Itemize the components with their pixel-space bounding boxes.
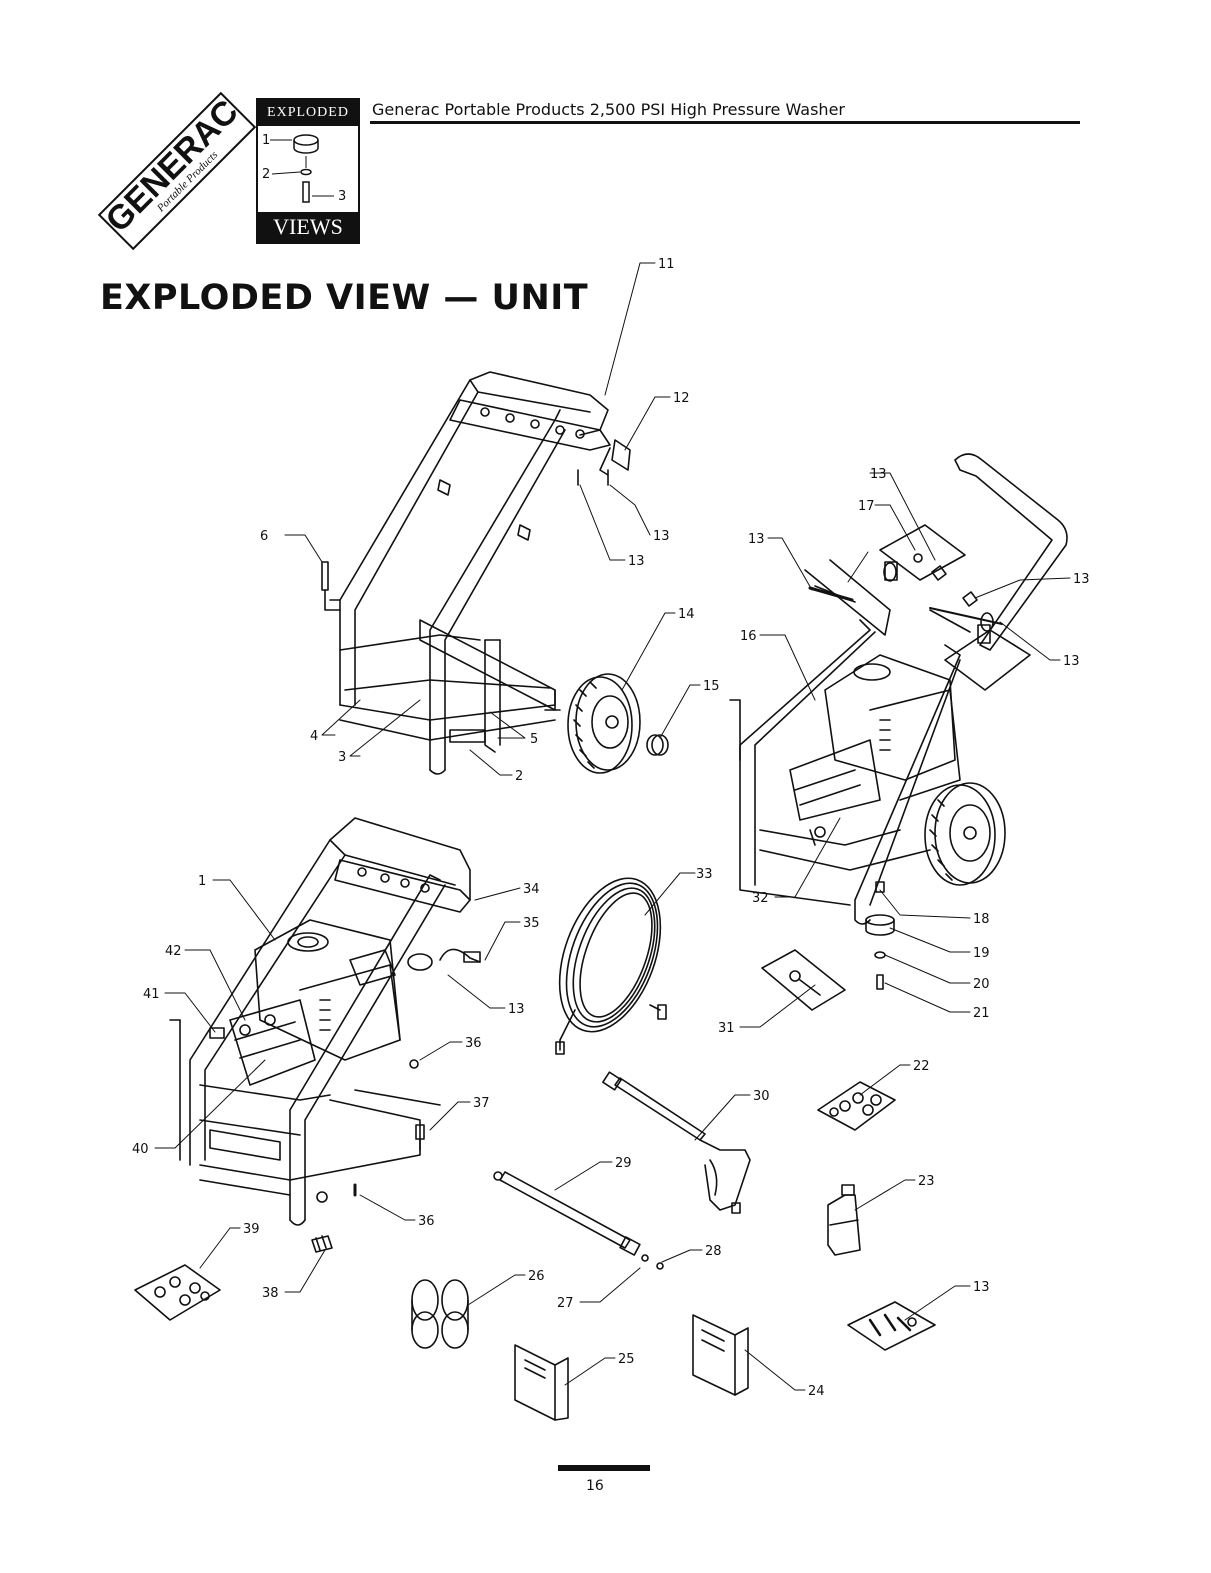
callout-12: 12 — [673, 391, 690, 406]
foot-drawing — [866, 915, 894, 989]
manual-25-drawing — [515, 1345, 568, 1420]
callout-3: 3 — [338, 750, 346, 765]
callout-22: 22 — [913, 1059, 930, 1074]
hub-cap-drawing — [647, 735, 668, 755]
wheel-drawing — [568, 674, 640, 773]
callout-33: 33 — [696, 867, 713, 882]
callout-16: 16 — [740, 629, 757, 644]
callout-labels: 11 12 13 13 6 14 15 4 3 5 2 13 17 13 13 … — [132, 257, 1090, 1399]
callout-28: 28 — [705, 1244, 722, 1259]
callout-38: 38 — [262, 1286, 279, 1301]
callout-34: 34 — [523, 882, 540, 897]
callout-29: 29 — [615, 1156, 632, 1171]
callout-26: 26 — [528, 1269, 545, 1284]
wand-drawing — [494, 1172, 663, 1269]
spray-gun-drawing — [603, 1072, 750, 1213]
manual-24-drawing — [693, 1315, 748, 1395]
callout-4: 4 — [310, 729, 318, 744]
callout-17: 17 — [858, 499, 875, 514]
callout-2: 2 — [515, 769, 523, 784]
assembled-unit-drawing — [730, 454, 1067, 924]
callout-36-a: 36 — [465, 1036, 482, 1051]
hardware-bolts-drawing — [810, 554, 1002, 631]
callout-37: 37 — [473, 1096, 490, 1111]
callout-20: 20 — [973, 977, 990, 992]
callout-23: 23 — [918, 1174, 935, 1189]
callout-25: 25 — [618, 1352, 635, 1367]
callout-5: 5 — [530, 732, 538, 747]
callout-13-f: 13 — [1063, 654, 1080, 669]
callout-27: 27 — [557, 1296, 574, 1311]
leader-lines — [155, 263, 1070, 1390]
callout-1: 1 — [198, 874, 206, 889]
callout-13-g: 13 — [508, 1002, 525, 1017]
callout-11: 11 — [658, 257, 675, 272]
hardware-bag-13-drawing — [848, 1302, 935, 1350]
callout-13-h: 13 — [973, 1280, 990, 1295]
callout-30: 30 — [753, 1089, 770, 1104]
callout-19: 19 — [973, 946, 990, 961]
callout-36-b: 36 — [418, 1214, 435, 1229]
frame-assembly-drawing — [325, 372, 630, 774]
complete-unit-drawing — [170, 818, 480, 1252]
pin-drawing — [322, 562, 328, 590]
callout-21: 21 — [973, 1006, 990, 1021]
callout-41: 41 — [143, 987, 160, 1002]
callout-13-b: 13 — [628, 554, 645, 569]
callout-15: 15 — [703, 679, 720, 694]
instruction-card-drawing — [762, 950, 845, 1010]
callout-18: 18 — [973, 912, 990, 927]
callout-13-a: 13 — [653, 529, 670, 544]
hose-coil-drawing — [540, 864, 679, 1054]
callout-32: 32 — [752, 891, 769, 906]
callout-6: 6 — [260, 529, 268, 544]
page-number-rule — [558, 1465, 650, 1471]
callout-13-d: 13 — [748, 532, 765, 547]
hardware-bag-39-drawing — [135, 1265, 220, 1320]
callout-24: 24 — [808, 1384, 825, 1399]
callout-39: 39 — [243, 1222, 260, 1237]
callout-31: 31 — [718, 1021, 735, 1036]
callout-13-e: 13 — [1073, 572, 1090, 587]
callout-35: 35 — [523, 916, 540, 931]
callout-40: 40 — [132, 1142, 149, 1157]
page-number: 16 — [586, 1478, 604, 1494]
callout-42: 42 — [165, 944, 182, 959]
nozzle-holder-drawing — [412, 1280, 468, 1348]
callout-13-c: 13 — [870, 467, 887, 482]
nozzle-kit-drawing — [818, 1082, 895, 1130]
oil-bottle-drawing — [828, 1185, 860, 1255]
callout-14: 14 — [678, 607, 695, 622]
